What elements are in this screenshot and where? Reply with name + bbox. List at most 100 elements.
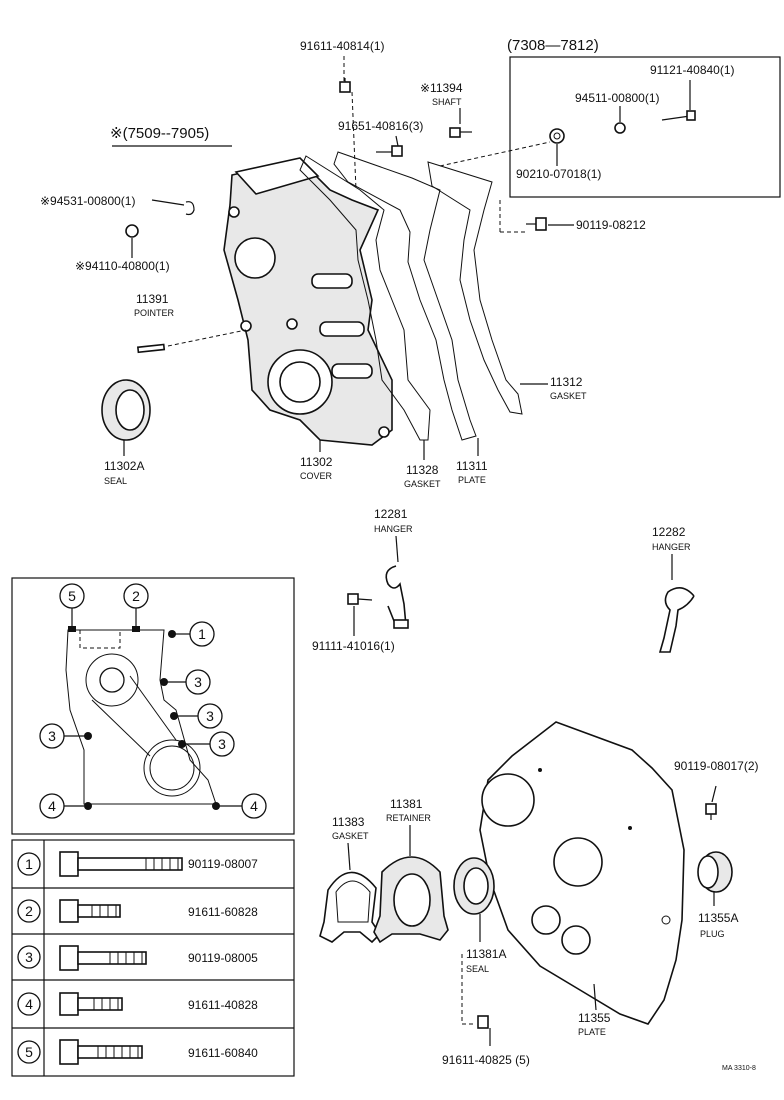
label-11355: 11355 — [578, 1011, 611, 1025]
svg-text:2: 2 — [132, 588, 140, 604]
gasket-11383 — [319, 871, 382, 944]
label-11328: 11328 — [406, 463, 439, 477]
sublabel-gasket-11383: GASKET — [332, 831, 369, 841]
bolt-91611-40814 — [339, 78, 351, 93]
label-91121-40840: 91121-40840(1) — [650, 63, 735, 77]
inset-callout-3c: 3 — [178, 731, 235, 757]
bolt-row-4: 4 91611-40828 — [17, 992, 258, 1016]
inset-callout-3d: 3 — [39, 723, 92, 749]
retainer-11381 — [373, 856, 449, 944]
sublabel-plate-11311: PLATE — [458, 475, 486, 485]
svg-text:3: 3 — [218, 736, 226, 752]
hanger-12281-base — [393, 619, 409, 629]
sublabel-pointer: POINTER — [134, 308, 175, 318]
bolt-location-inset — [11, 577, 295, 835]
sublabel-gasket-11312: GASKET — [550, 391, 587, 401]
label-11302: 11302 — [300, 455, 333, 469]
pointer-11391 — [136, 343, 166, 354]
bolt-row-3: 3 90119-08005 — [17, 945, 258, 971]
leader-line — [347, 842, 351, 871]
bolt-91651-40816 — [376, 145, 403, 157]
variant-box-7308-7812 — [509, 56, 781, 198]
inset-cover-outline — [65, 629, 217, 805]
bolt-row-1: 1 90119-08007 — [17, 851, 258, 877]
sublabel-shaft: SHAFT — [432, 97, 462, 107]
nut-94110 — [125, 224, 139, 238]
svg-text:5: 5 — [68, 588, 76, 604]
sublabel-seal-11381A: SEAL — [466, 964, 489, 974]
label-90119-08017: 90119-08017(2) — [674, 759, 759, 773]
label-range-7308-7812: (7308—7812) — [507, 37, 599, 54]
bolt-91611-40825 — [477, 1015, 489, 1029]
label-11381: 11381 — [390, 797, 423, 811]
inset-callout-3a: 3 — [160, 669, 211, 695]
label-11391: 11391 — [136, 292, 169, 306]
plug-11355A — [697, 851, 733, 893]
label-range-7509-7905: ※(7509--7905) — [110, 125, 209, 142]
svg-text:3: 3 — [48, 728, 56, 744]
sublabel-seal-11302A: SEAL — [104, 476, 127, 486]
sublabel-plug: PLUG — [700, 929, 725, 939]
shaft-11394 — [449, 127, 472, 138]
plate-11311 — [333, 151, 477, 441]
bolt-91121-40840 — [661, 110, 696, 121]
label-11381A: 11381A — [466, 947, 506, 961]
seal-11381A — [453, 857, 495, 915]
svg-text:3: 3 — [25, 949, 33, 965]
leader-line — [395, 535, 399, 563]
bolt-row-2: 2 91611-60828 — [17, 899, 258, 923]
hanger-12281 — [385, 565, 407, 627]
svg-text:90119-08005: 90119-08005 — [188, 951, 258, 965]
svg-text:1: 1 — [25, 856, 33, 872]
svg-text:91611-60840: 91611-60840 — [188, 1046, 258, 1060]
inset-callout-2: 2 — [123, 583, 149, 632]
label-11302A: 11302A — [104, 459, 144, 473]
lock-washer-94531 — [185, 201, 195, 216]
label-94511-00800: 94511-00800(1) — [575, 91, 660, 105]
seal-11302A — [101, 379, 151, 441]
svg-text:4: 4 — [25, 996, 33, 1012]
nut-90210-07018 — [549, 128, 565, 144]
svg-text:90119-08007: 90119-08007 — [188, 857, 258, 871]
label-90210-07018: 90210-07018(1) — [516, 167, 601, 181]
inset-callout-3b: 3 — [170, 703, 223, 729]
sublabel-plate-11355: PLATE — [578, 1027, 606, 1037]
label-94531-00800: ※94531-00800(1) — [40, 194, 135, 208]
leader-line — [593, 983, 597, 1011]
timing-cover-11302 — [223, 157, 393, 446]
washer-94511 — [614, 122, 626, 134]
label-12282: 12282 — [652, 525, 686, 539]
leader-line — [151, 199, 185, 206]
inset-callout-4a: 4 — [39, 793, 92, 819]
svg-text:4: 4 — [48, 798, 56, 814]
leader-line — [395, 135, 399, 147]
svg-text:2: 2 — [25, 903, 33, 919]
leader-line — [351, 91, 357, 191]
sublabel-gasket-11328: GASKET — [404, 479, 441, 489]
svg-text:3: 3 — [206, 708, 214, 724]
sublabel-hanger-12281: HANGER — [374, 524, 413, 534]
inset-callout-4b: 4 — [212, 793, 267, 819]
svg-text:91611-40828: 91611-40828 — [188, 998, 258, 1012]
label-11312: 11312 — [550, 375, 583, 389]
label-12281: 12281 — [374, 507, 408, 521]
end-plate-11355 — [479, 721, 685, 1025]
label-91611-40825: 91611-40825 (5) — [442, 1053, 530, 1067]
svg-text:5: 5 — [25, 1044, 33, 1060]
bolt-91111-41016 — [347, 593, 373, 605]
label-11383: 11383 — [332, 815, 365, 829]
svg-text:4: 4 — [250, 798, 258, 814]
leader-line — [439, 141, 551, 167]
inset-callout-5: 5 — [59, 583, 85, 632]
label-11394: ※11394 — [420, 81, 463, 95]
label-91611-40814: 91611-40814(1) — [300, 39, 385, 53]
sublabel-hanger-12282: HANGER — [652, 542, 691, 552]
svg-text:3: 3 — [194, 674, 202, 690]
label-91651-40816: 91651-40816(3) — [338, 119, 423, 133]
leader-line — [167, 329, 247, 347]
reference-code: MA 3310-8 — [722, 1065, 756, 1072]
sublabel-retainer: RETAINER — [386, 813, 431, 823]
label-91111-41016: 91111-41016(1) — [312, 639, 395, 653]
sublabel-cover: COVER — [300, 471, 333, 481]
hanger-12282 — [658, 587, 695, 653]
